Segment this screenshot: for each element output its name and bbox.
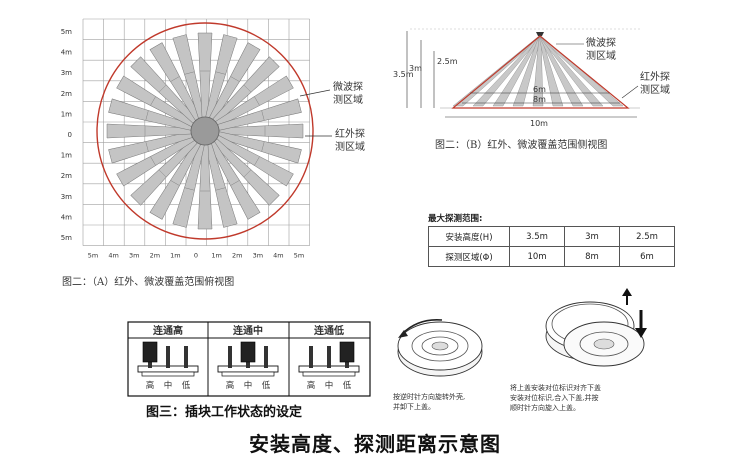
note-line: 安装对位标识,合入下盖,并按 xyxy=(510,394,599,402)
y-tick-label: 5m xyxy=(61,28,72,36)
note-line: 按逆时针方向旋转外壳, xyxy=(393,393,466,401)
y-axis-labels: 5m 4m 3m 2m 1m 0 1m 2m 3m 4m 5m xyxy=(61,28,72,242)
side-sensor xyxy=(536,32,544,36)
x-tick-label: 3m xyxy=(129,252,139,260)
side-infrared-label-1: 红外探 xyxy=(640,70,670,83)
main-title: 安装高度、探测距离示意图 xyxy=(249,432,501,456)
jumper-block xyxy=(142,341,158,363)
x-tick-label: 2m xyxy=(232,252,242,260)
top-microwave-label-1: 微波探 xyxy=(333,80,363,93)
level-label: 高 xyxy=(226,380,235,391)
cell: 3m xyxy=(564,226,620,247)
cell: 2.5m xyxy=(619,226,675,247)
y-tick-label: 1m xyxy=(61,152,72,160)
range-table: 安装高度(H) 3.5m 3m 2.5m 探测区域(Φ) 10m 8m 6m xyxy=(428,226,675,267)
y-tick-label: 2m xyxy=(61,172,72,180)
mode-mid-title: 连通中 xyxy=(233,324,263,337)
y-tick-label: 1m xyxy=(61,110,72,118)
x-tick-label: 0 xyxy=(194,252,198,260)
install-sketch-right xyxy=(545,288,647,367)
x-tick-label: 1m xyxy=(211,252,221,260)
level-label: 中 xyxy=(244,380,253,391)
top-microwave-label-2: 测区域 xyxy=(333,93,363,106)
microwave-leader-line xyxy=(299,89,331,97)
height-label-3: 3m xyxy=(409,64,422,73)
height-label-3.5: 3.5m xyxy=(393,70,414,79)
y-tick-label: 2m xyxy=(61,90,72,98)
height-label-2.5: 2.5m xyxy=(437,57,458,66)
x-tick-label: 5m xyxy=(88,252,98,260)
install-note-right: 将上盖安装对位标识对齐下盖 安装对位标识,合入下盖,并按 顺时针方向旋入上盖。 xyxy=(510,383,601,413)
down-arrow-icon xyxy=(635,328,647,338)
side-view-caption: 图二：（B）红外、微波覆盖范围侧视图 xyxy=(435,138,607,151)
y-tick-label: 4m xyxy=(61,49,72,57)
top-view-beams xyxy=(106,32,304,230)
y-tick-label: 3m xyxy=(61,193,72,201)
x-tick-label: 4m xyxy=(273,252,283,260)
plug-caption: 图三：插块工作状态的设定 xyxy=(146,405,303,420)
x-tick-label: 2m xyxy=(150,252,160,260)
top-view-caption: 图二：（A）红外、微波覆盖范围俯视图 xyxy=(62,275,234,288)
top-infrared-label-2: 测区域 xyxy=(335,140,365,153)
jumper-block xyxy=(240,341,256,363)
plug-blocks: 高中低高中低高中低 xyxy=(137,341,360,391)
level-label: 低 xyxy=(343,380,352,391)
cell: 3.5m xyxy=(509,226,565,247)
table-row: 安装高度(H) 3.5m 3m 2.5m xyxy=(428,226,675,247)
level-label: 低 xyxy=(182,380,191,391)
x-tick-label: 5m xyxy=(294,252,304,260)
span-label-8: 8m xyxy=(533,95,546,104)
y-tick-label: 0 xyxy=(68,131,72,139)
up-arrow-icon xyxy=(622,288,632,296)
y-tick-label: 4m xyxy=(61,213,72,221)
level-label: 高 xyxy=(307,380,316,391)
row-label: 安装高度(H) xyxy=(428,226,510,247)
level-label: 中 xyxy=(325,380,334,391)
row-label: 探测区域(Φ) xyxy=(428,246,510,267)
side-view-diagram: 3.5m 3m 2.5m 6m 8m 10m 微波探 测区域 红外探 测区域 图… xyxy=(393,28,670,151)
mode-high-title: 连通高 xyxy=(153,324,183,337)
side-coverage-outline xyxy=(451,35,630,109)
side-view-beams xyxy=(452,35,624,107)
note-line: 并卸下上盖。 xyxy=(393,403,435,411)
install-sketch-left xyxy=(397,318,483,377)
range-table-title: 最大探测范围: xyxy=(428,214,483,224)
install-note-left: 按逆时针方向旋转外壳, 并卸下上盖。 xyxy=(393,392,465,412)
top-view-diagram: 5m 4m 3m 2m 1m 0 1m 2m 3m 4m 5m 5m 4m 3m 2m 1m 0 1m 2m 3m 4… xyxy=(61,18,365,288)
cell: 8m xyxy=(564,246,620,267)
table-row: 探测区域(Φ) 10m 8m 6m xyxy=(428,246,675,267)
plug-state-diagram: 连通高 连通中 连通低 高中低高中低高中低 xyxy=(127,321,371,397)
y-tick-label: 5m xyxy=(61,234,72,242)
side-microwave-label-2: 测区域 xyxy=(586,49,616,62)
note-line: 将上盖安装对位标识对齐下盖 xyxy=(510,384,601,392)
cell: 6m xyxy=(619,246,675,267)
mode-low-title: 连通低 xyxy=(314,324,344,337)
level-label: 高 xyxy=(146,380,155,391)
cell: 10m xyxy=(509,246,565,267)
level-label: 中 xyxy=(164,380,173,391)
span-label-6: 6m xyxy=(533,85,546,94)
top-infrared-label-1: 红外探 xyxy=(335,127,365,140)
sensor-center xyxy=(190,116,220,146)
x-tick-label: 4m xyxy=(108,252,118,260)
y-tick-label: 3m xyxy=(61,69,72,77)
note-line: 顺时针方向旋入上盖。 xyxy=(510,404,580,412)
side-infrared-label-2: 测区域 xyxy=(640,83,670,96)
x-axis-labels: 5m 4m 3m 2m 1m 0 1m 2m 3m 4m 5m xyxy=(88,252,304,260)
side-microwave-label-1: 微波探 xyxy=(586,36,616,49)
x-tick-label: 1m xyxy=(170,252,180,260)
jumper-block xyxy=(339,341,355,363)
level-label: 低 xyxy=(262,380,271,391)
x-tick-label: 3m xyxy=(253,252,263,260)
microwave-circle xyxy=(96,22,314,240)
span-label-10: 10m xyxy=(530,119,548,128)
